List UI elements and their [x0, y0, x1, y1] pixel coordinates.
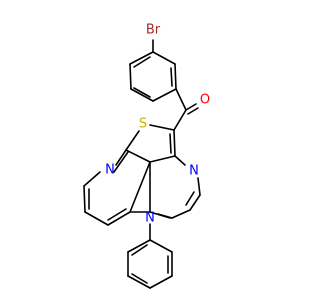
bromine-label: Br	[146, 23, 161, 38]
pyridine-nitrogen-label: N	[105, 163, 115, 178]
carbonyl-double-bond-a	[185, 103, 197, 111]
ch-n-bond	[171, 209, 191, 219]
sulfur-label: S	[139, 117, 147, 132]
molecule-structure-canvas: Br O S N N N	[83, 22, 211, 289]
n-ch-bond	[157, 213, 173, 219]
bromophenyl-ring	[129, 51, 177, 102]
pyridine-ring	[83, 149, 151, 226]
ring-nitrogen-label: N	[145, 211, 155, 226]
n-c-bond	[197, 177, 201, 196]
pyrimidine-nitrogen-label: N	[189, 164, 199, 179]
oxygen-label: O	[200, 93, 210, 108]
phenyl-ring	[127, 239, 173, 289]
carbonyl-thiophene-bond	[173, 109, 187, 131]
thiophene-ring	[125, 124, 176, 163]
carbonyl-double-bond-b	[187, 107, 199, 115]
aryl-carbonyl-bond	[175, 88, 187, 111]
molecule-structure: Br O S N N N	[83, 23, 210, 289]
